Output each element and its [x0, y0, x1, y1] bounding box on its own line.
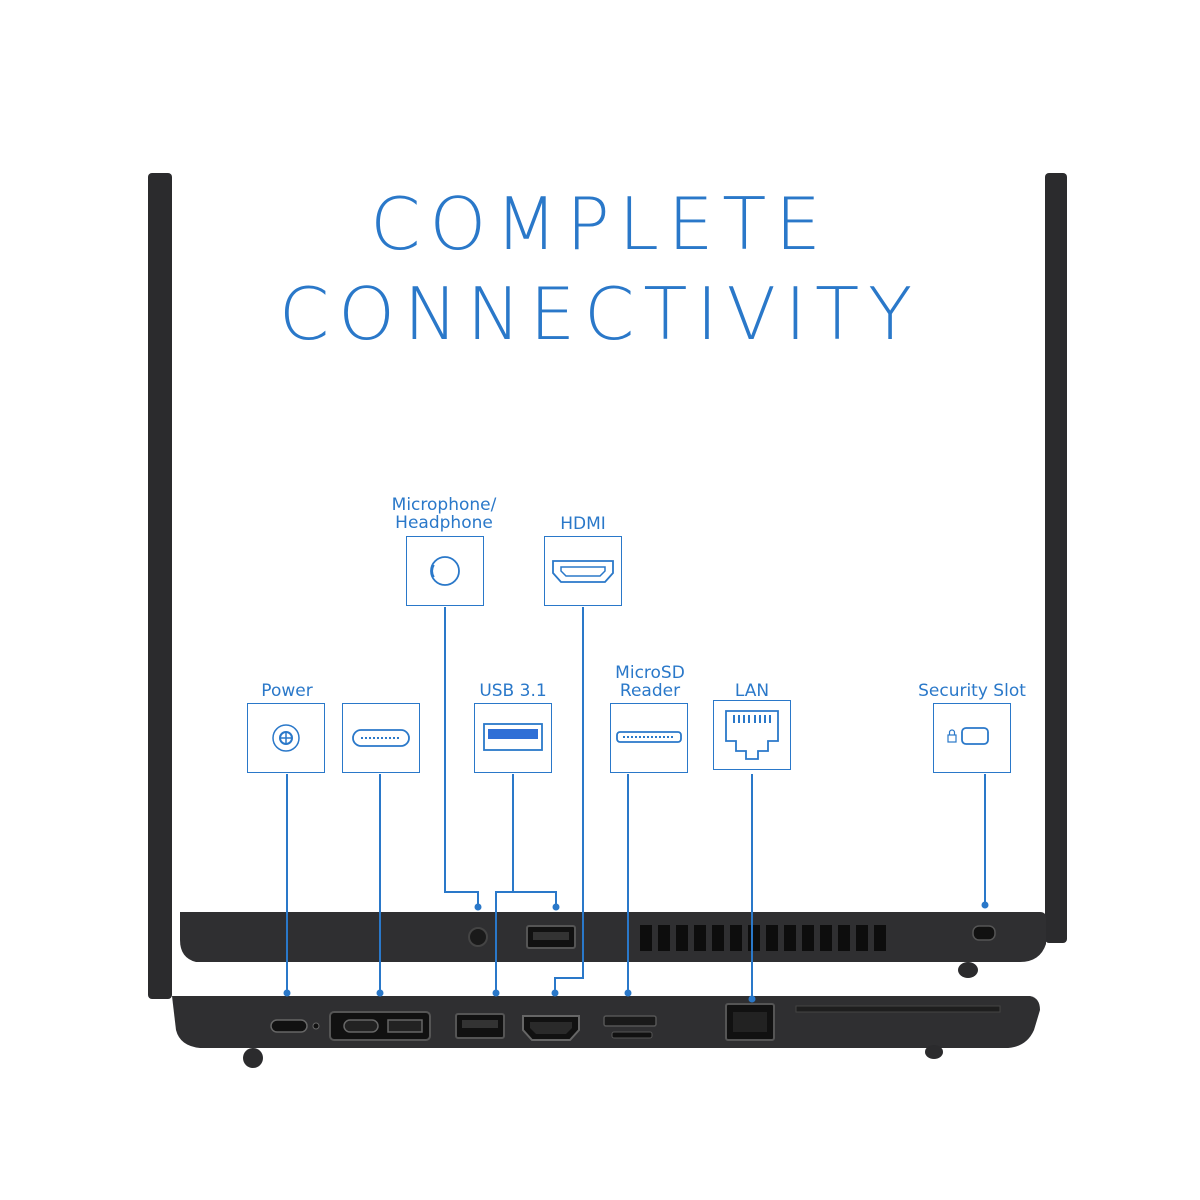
- connector-dots: [283, 901, 989, 1003]
- power-box: [247, 703, 325, 773]
- connector-lines: [286, 607, 986, 998]
- security-label: Security Slot: [918, 681, 1026, 701]
- vent-grille: [640, 925, 886, 951]
- usb-c-port: [270, 1019, 308, 1033]
- microsd-icon: [616, 731, 682, 743]
- side-foot-right: [925, 1045, 943, 1059]
- security-slot-port: [972, 925, 996, 941]
- audio-jack-port: [468, 927, 488, 947]
- power-jack-icon: [272, 724, 300, 752]
- headline-line-1: COMPLETE: [370, 182, 830, 266]
- usb-label: USB 3.1: [479, 681, 547, 701]
- security-box: [933, 703, 1011, 773]
- side-foot-left: [243, 1048, 263, 1068]
- lan-box: [713, 700, 791, 770]
- hdmi-icon: [552, 560, 614, 583]
- mic-box: [406, 536, 484, 606]
- microsd-slot: [603, 1015, 657, 1027]
- lan-label: LAN: [734, 681, 770, 701]
- mic-label: Microphone/ Headphone: [391, 495, 497, 533]
- headline-line-2: CONNECTIVITY: [278, 272, 922, 356]
- audio-jack-icon: [430, 556, 460, 586]
- usb-a-icon: [483, 723, 543, 751]
- laptop-back-edge: [180, 912, 1046, 962]
- right-bezel: [1045, 173, 1067, 943]
- ethernet-icon: [725, 710, 779, 760]
- microsd-box: [610, 703, 688, 773]
- usb-c-icon: [352, 729, 410, 747]
- power-label: Power: [261, 681, 313, 701]
- hdmi-box: [544, 536, 622, 606]
- docking-port: [329, 1011, 431, 1041]
- microsd-label: MicroSD Reader: [615, 663, 685, 701]
- back-foot: [958, 962, 978, 978]
- usb-box: [474, 703, 552, 773]
- hdmi-label: HDMI: [560, 514, 606, 534]
- lock-slot-icon: [947, 727, 989, 745]
- usb-c-box: [342, 703, 420, 773]
- left-bezel: [148, 173, 172, 999]
- card-slot: [795, 1005, 1001, 1013]
